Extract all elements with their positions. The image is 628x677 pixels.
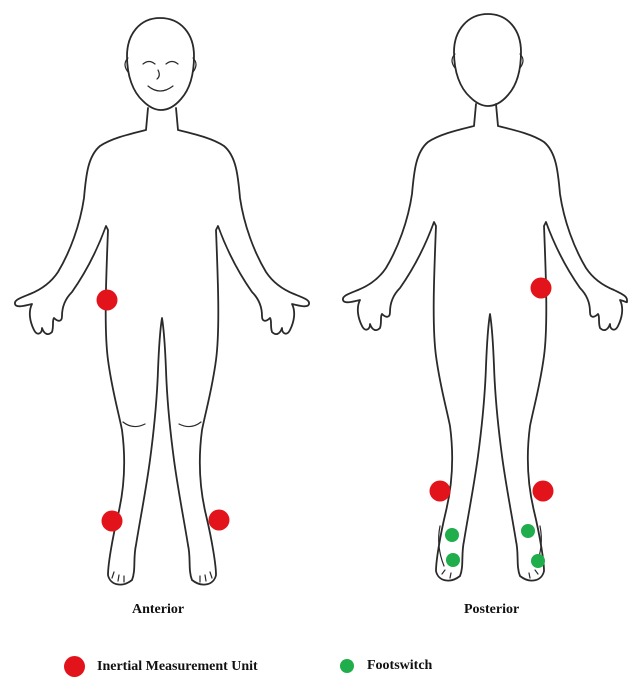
anterior-figure xyxy=(15,18,309,585)
footswitch-right-heel xyxy=(521,524,535,538)
legend-imu-dot xyxy=(64,656,85,677)
legend-imu-label: Inertial Measurement Unit xyxy=(97,659,258,675)
anterior-label: Anterior xyxy=(132,602,184,618)
posterior-label: Posterior xyxy=(464,602,519,618)
anterior-right-knee-line xyxy=(179,422,201,427)
anterior-right-eye xyxy=(166,62,178,65)
anterior-head xyxy=(127,18,194,110)
anterior-imu-left-ankle xyxy=(102,511,123,532)
footswitch-left-toe xyxy=(446,553,460,567)
footswitch-left-heel xyxy=(445,528,459,542)
posterior-body-outline xyxy=(343,104,627,581)
anterior-left-eye xyxy=(143,62,155,65)
posterior-left-toes xyxy=(442,570,451,578)
anterior-imu-right-ankle xyxy=(209,510,230,531)
footswitch-right-toe xyxy=(531,554,545,568)
anterior-left-knee-line xyxy=(123,422,145,427)
posterior-right-toes xyxy=(529,570,538,578)
anterior-left-toes xyxy=(112,572,124,582)
legend-footswitch-label: Footswitch xyxy=(367,658,432,674)
anterior-nose xyxy=(157,70,159,79)
anterior-mouth xyxy=(148,86,173,91)
anterior-body-outline xyxy=(15,108,309,585)
legend-footswitch: Footswitch xyxy=(340,658,432,674)
posterior-head xyxy=(454,14,521,106)
anterior-imu-thigh xyxy=(97,290,118,311)
legend-imu: Inertial Measurement Unit xyxy=(64,656,258,677)
anterior-right-toes xyxy=(200,572,212,582)
legend-footswitch-dot xyxy=(340,659,354,673)
posterior-imu-right-ankle xyxy=(533,481,554,502)
posterior-imu-left-ankle xyxy=(430,481,451,502)
posterior-imu-thigh xyxy=(531,278,552,299)
posterior-figure xyxy=(343,14,627,581)
